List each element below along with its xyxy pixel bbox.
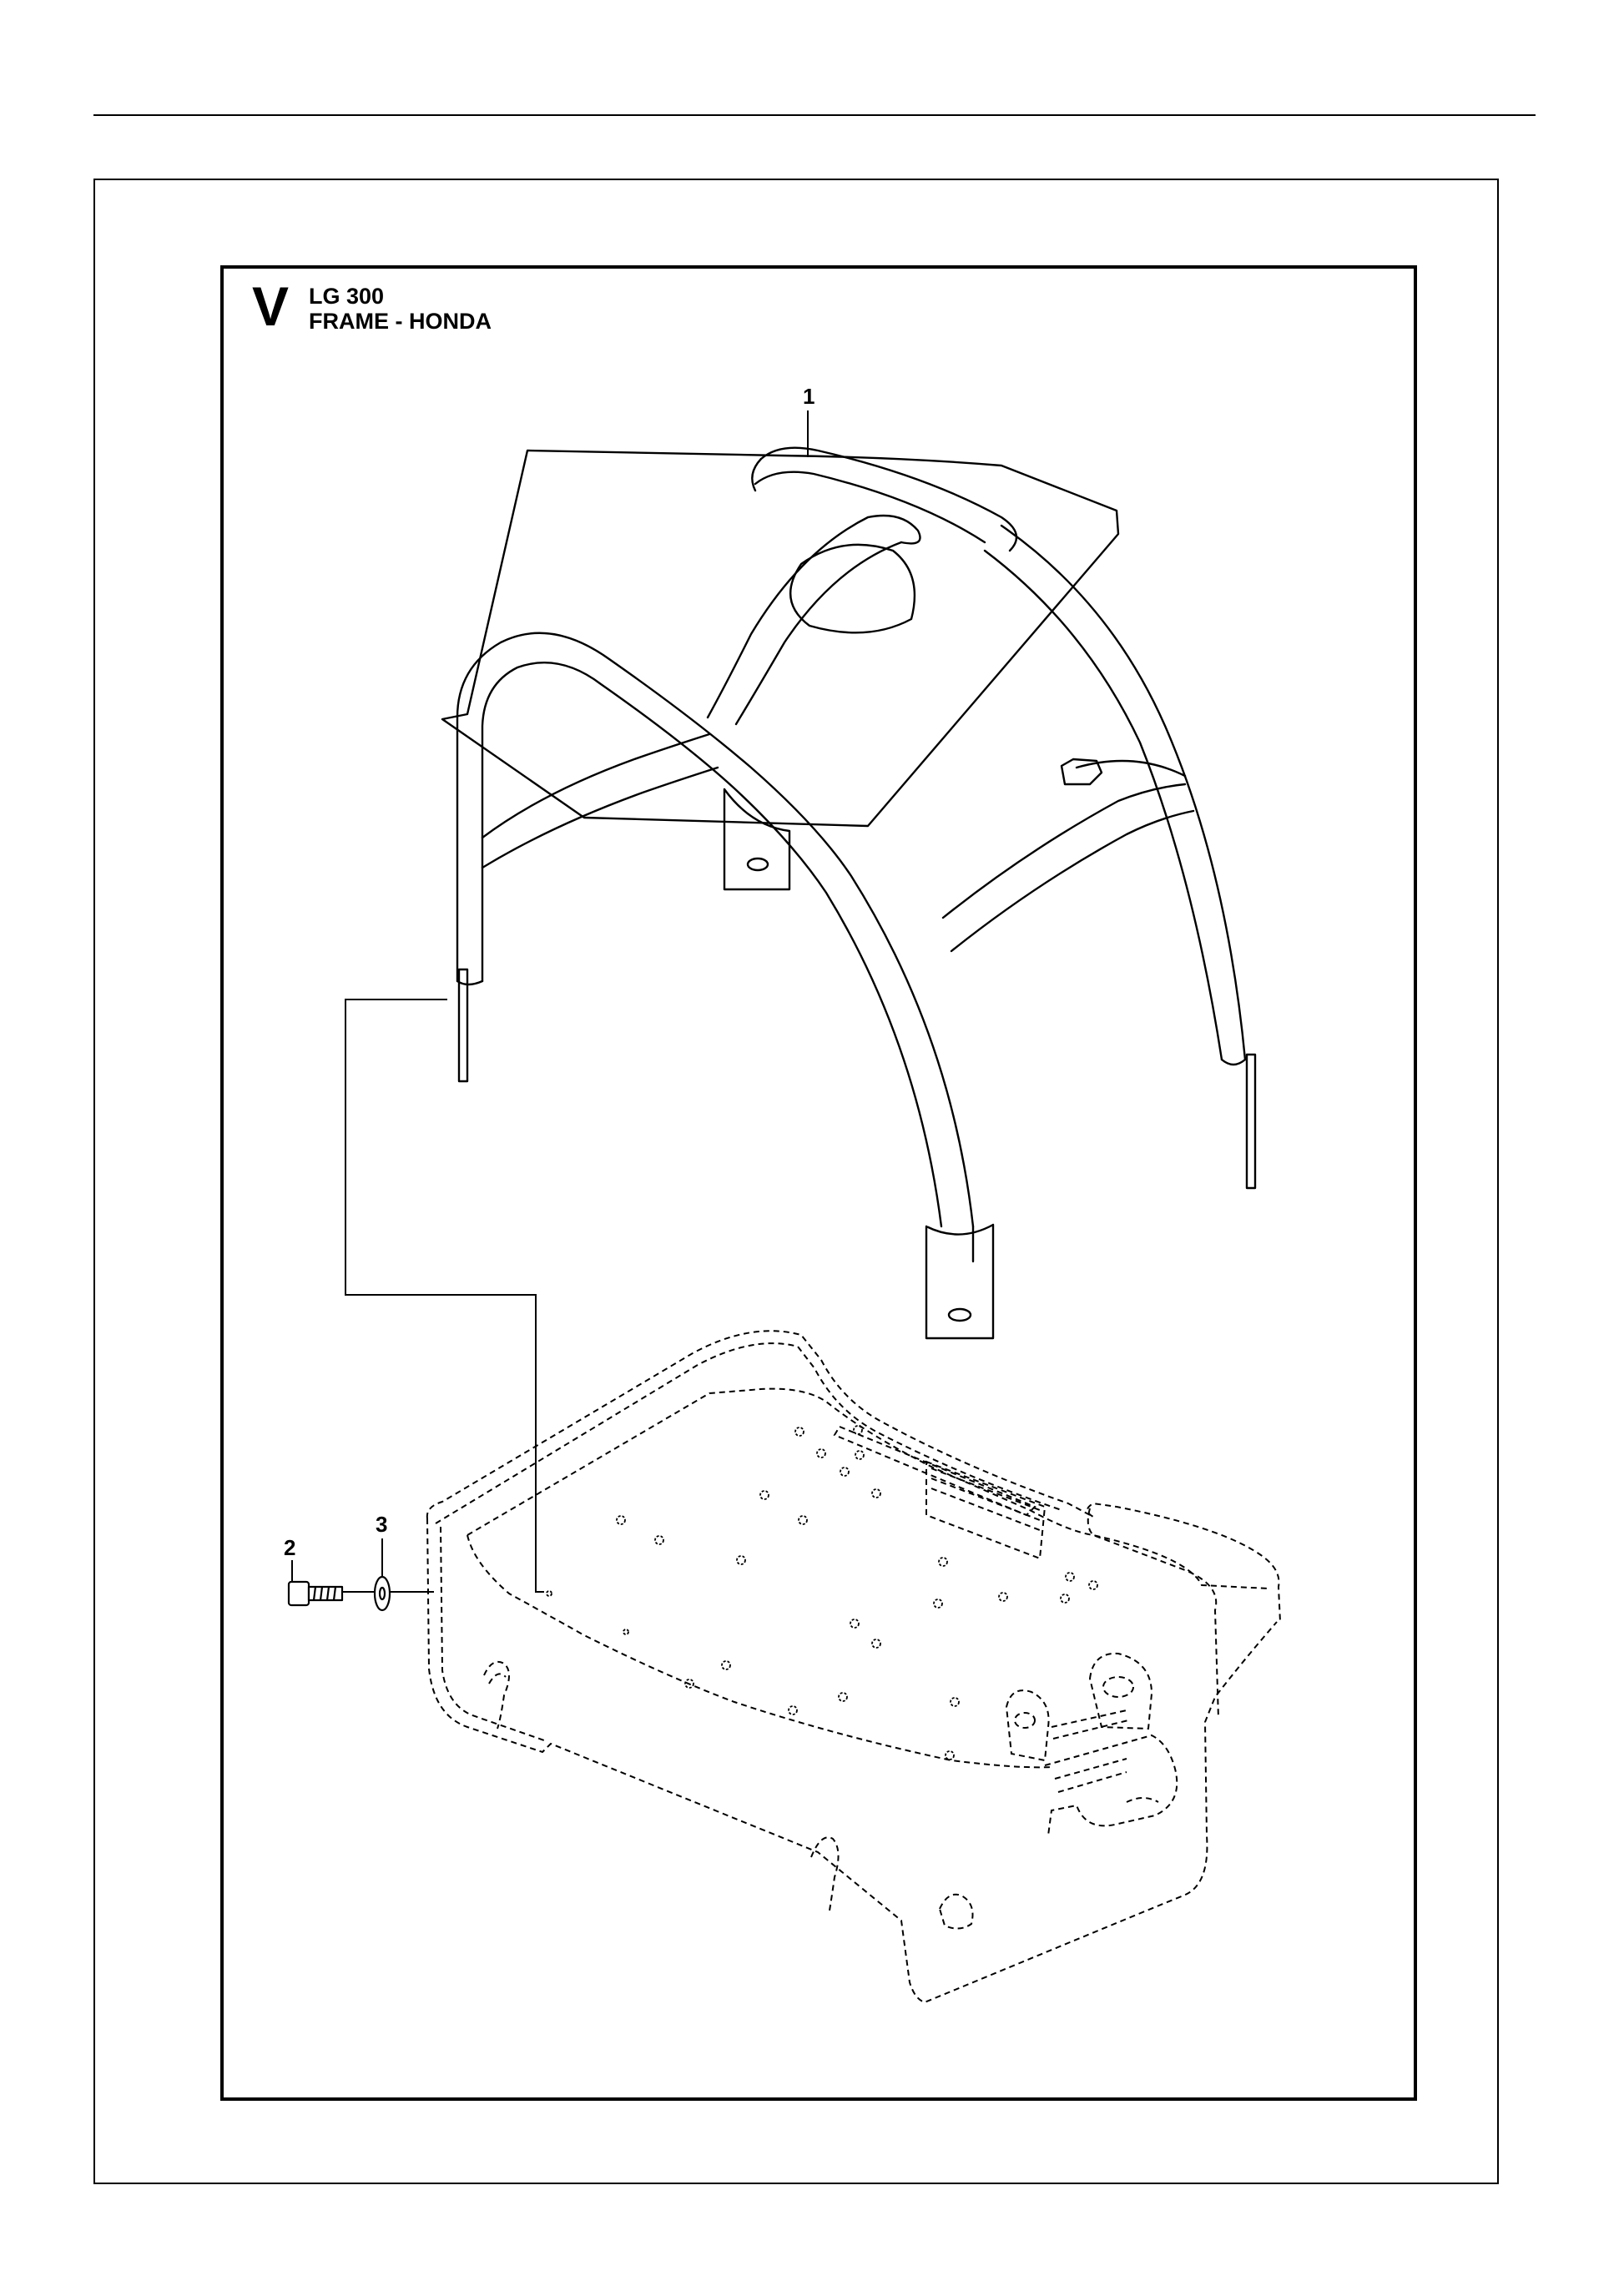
base-lever-2 — [1054, 1758, 1127, 1793]
callout-2: 2 — [284, 1535, 295, 1560]
frame-left-leg-pin — [457, 968, 469, 1083]
callout-3: 3 — [376, 1512, 387, 1537]
bolt-head — [287, 1580, 310, 1607]
base-slot-handle — [925, 1460, 1047, 1560]
base-hole — [853, 1425, 863, 1435]
base-right-box — [1087, 1508, 1219, 1719]
base-hole — [938, 1557, 948, 1567]
outer-page-frame — [93, 179, 1499, 2184]
frame-back-top-tube — [754, 446, 1018, 552]
frame-top-plate — [441, 449, 1120, 828]
base-hole — [850, 1619, 860, 1629]
frame-center-bracket — [723, 788, 791, 891]
model-name: LG 300 — [309, 284, 385, 309]
base-left-notch-inner — [488, 1673, 507, 1684]
washer-inner — [378, 1586, 386, 1601]
base-holes — [546, 1425, 1098, 1760]
base-hole — [654, 1535, 664, 1545]
base-inner-rim — [467, 1387, 1269, 1589]
frame-plate-hole — [789, 543, 916, 634]
assembly-path — [342, 999, 544, 1593]
base-hole — [623, 1629, 629, 1635]
base-axle — [1051, 1709, 1129, 1740]
base-front-notch — [810, 1836, 840, 1911]
base-hole — [933, 1599, 943, 1609]
base-lever-3 — [1126, 1797, 1159, 1803]
base-mount-block-2 — [1005, 1689, 1050, 1762]
base-hole — [838, 1692, 848, 1702]
callout-1: 1 — [803, 384, 815, 409]
frame-left-back-leg — [456, 979, 484, 986]
base-hole — [798, 1515, 808, 1525]
base-hole — [950, 1697, 960, 1707]
frame-right-arch-outer — [1000, 524, 1247, 1061]
top-rule — [93, 114, 1536, 116]
frame-right-arch-inner — [983, 549, 1223, 1061]
base-hole — [945, 1750, 955, 1760]
base-plate — [426, 1330, 1281, 2004]
base-hole — [855, 1450, 865, 1460]
base-mount-block — [1088, 1652, 1153, 1730]
frame-back-left-end — [751, 457, 763, 492]
base-outer-top-inner — [435, 1342, 1062, 1524]
frame-center-tube — [706, 516, 903, 726]
base-hole — [840, 1467, 850, 1477]
bolt-thread — [312, 1586, 337, 1601]
base-hole — [684, 1679, 694, 1689]
assembly-path-line — [345, 999, 544, 1593]
base-hole — [721, 1660, 731, 1670]
base-hole — [736, 1555, 746, 1565]
base-outer-front-inner — [440, 1526, 545, 1741]
frame-center-bracket-hole — [746, 857, 769, 872]
frame-lower-left-tube — [481, 733, 719, 869]
base-hole — [794, 1427, 804, 1437]
base-lever — [1044, 1734, 1178, 1836]
base-left-notch — [483, 1660, 510, 1730]
base-front-foot — [938, 1893, 974, 1930]
frame-center-tube-end — [866, 514, 921, 545]
diagram-frame — [220, 265, 1417, 2101]
base-hole — [816, 1448, 826, 1458]
base-hole — [1088, 1580, 1098, 1590]
bolt-part — [287, 1580, 344, 1607]
section-letter: V — [252, 275, 290, 337]
frame-front-bracket — [925, 1223, 995, 1340]
base-mount-boss-2 — [1014, 1712, 1036, 1729]
base-hole — [1060, 1594, 1070, 1604]
frame-left-arch-outer — [456, 632, 975, 1228]
base-hole — [1065, 1572, 1075, 1582]
washer-part — [373, 1575, 391, 1612]
callout-leaders — [291, 410, 809, 1582]
base-hole — [616, 1515, 626, 1525]
title-block: LG 300 FRAME - HONDA — [309, 284, 492, 334]
frame-front-bracket-hole — [947, 1307, 972, 1322]
frame-left-arch-inner — [481, 662, 943, 1228]
base-hole — [871, 1639, 881, 1649]
frame-right-leg-pin — [1245, 1053, 1257, 1190]
base-hole — [871, 1488, 881, 1498]
base-tray-front — [467, 1534, 1052, 1769]
frame-clip — [1060, 758, 1103, 786]
frame-lower-right-tube — [941, 783, 1195, 953]
base-outer-top — [426, 1330, 1281, 1623]
base-hole — [759, 1490, 769, 1500]
base-hole — [788, 1705, 798, 1715]
base-outer-front — [426, 1518, 1278, 2004]
base-hole — [546, 1590, 552, 1597]
base-mount-boss — [1102, 1676, 1134, 1698]
base-hole — [998, 1592, 1008, 1602]
base-slot — [833, 1425, 1036, 1517]
frame-right-arch-end — [1220, 1058, 1247, 1066]
frame-part — [441, 446, 1257, 1340]
section-title: FRAME - HONDA — [309, 309, 492, 334]
frame-right-side-tube — [1075, 759, 1187, 778]
